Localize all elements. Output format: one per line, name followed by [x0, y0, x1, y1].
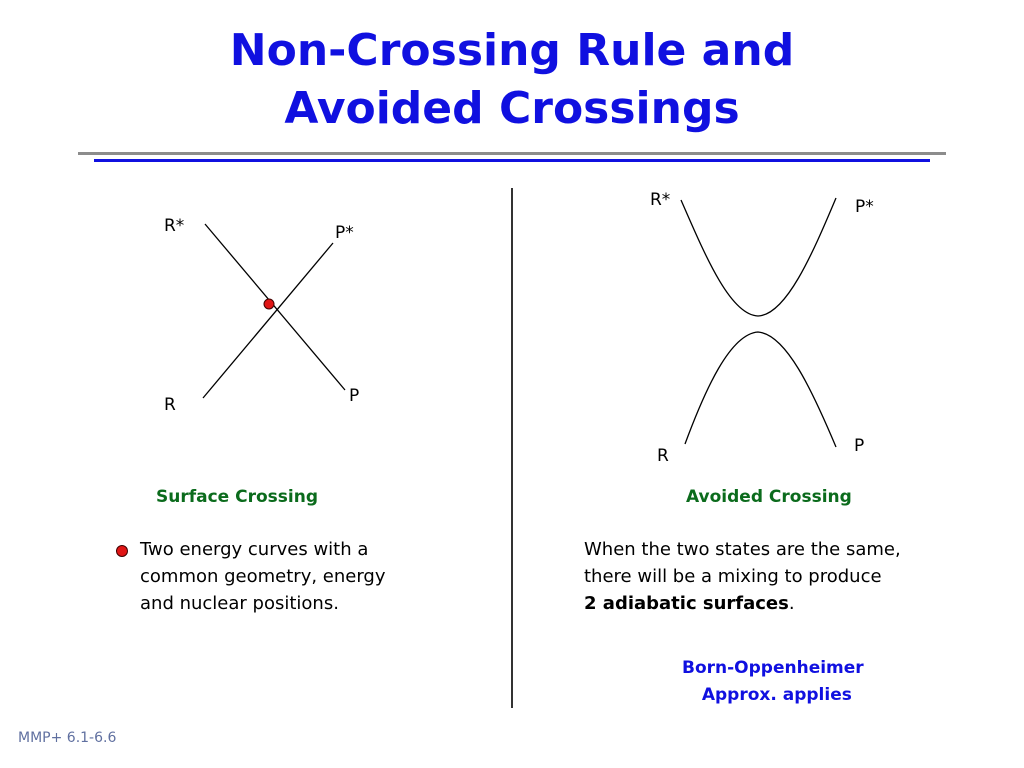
label-p-star-left: P* [335, 223, 354, 243]
caption-avoided-crossing: Avoided Crossing [686, 487, 852, 507]
upper-adiabatic-curve [680, 197, 837, 317]
label-p-left: P [349, 386, 359, 406]
curve-r-to-p-star [202, 242, 334, 399]
label-r-star-right: R* [650, 190, 670, 210]
title-underline-gray [78, 152, 946, 155]
right-text-line-1: When the two states are the same, [584, 539, 901, 560]
right-explanation-text: When the two states are the same, there … [584, 536, 901, 617]
adiabatic-surfaces-term: 2 adiabatic surfaces [584, 593, 789, 614]
avoided-crossing-diagram: R* P* R P [650, 190, 874, 466]
left-bullet-line-3: and nuclear positions. [140, 593, 339, 614]
footer-reference: MMP+ 6.1-6.6 [18, 730, 117, 746]
title-line-1: Non-Crossing Rule and [229, 25, 795, 76]
surface-crossing-diagram: R* P* R P [164, 216, 359, 415]
curve-r-star-to-p [204, 223, 346, 391]
right-text-period: . [788, 593, 795, 614]
left-bullet-text: Two energy curves with a common geometry… [140, 536, 386, 617]
title-underline-blue [94, 159, 930, 162]
panel-divider [511, 188, 513, 708]
title-line-2: Avoided Crossings [284, 83, 740, 134]
label-p-right: P [854, 436, 864, 456]
label-r-left: R [164, 395, 176, 415]
left-bullet-line-2: common geometry, energy [140, 566, 386, 587]
caption-surface-crossing: Surface Crossing [156, 487, 318, 507]
right-text-line-2: there will be a mixing to produce [584, 566, 882, 587]
slide-title: Non-Crossing Rule and Avoided Crossings [0, 22, 1024, 138]
born-oppenheimer-note: Born-Oppenheimer Approx. applies [682, 655, 864, 709]
crossing-point [263, 298, 275, 310]
label-r-right: R [657, 446, 669, 466]
right-text-line-3: 2 adiabatic surfaces. [584, 590, 901, 617]
label-r-star-left: R* [164, 216, 184, 236]
bo-line-2: Approx. applies [701, 685, 852, 705]
bo-line-1: Born-Oppenheimer [682, 658, 864, 678]
label-p-star-right: P* [855, 197, 874, 217]
lower-adiabatic-curve [684, 331, 837, 448]
left-bullet-line-1: Two energy curves with a [140, 539, 369, 560]
bullet-icon [116, 545, 128, 557]
